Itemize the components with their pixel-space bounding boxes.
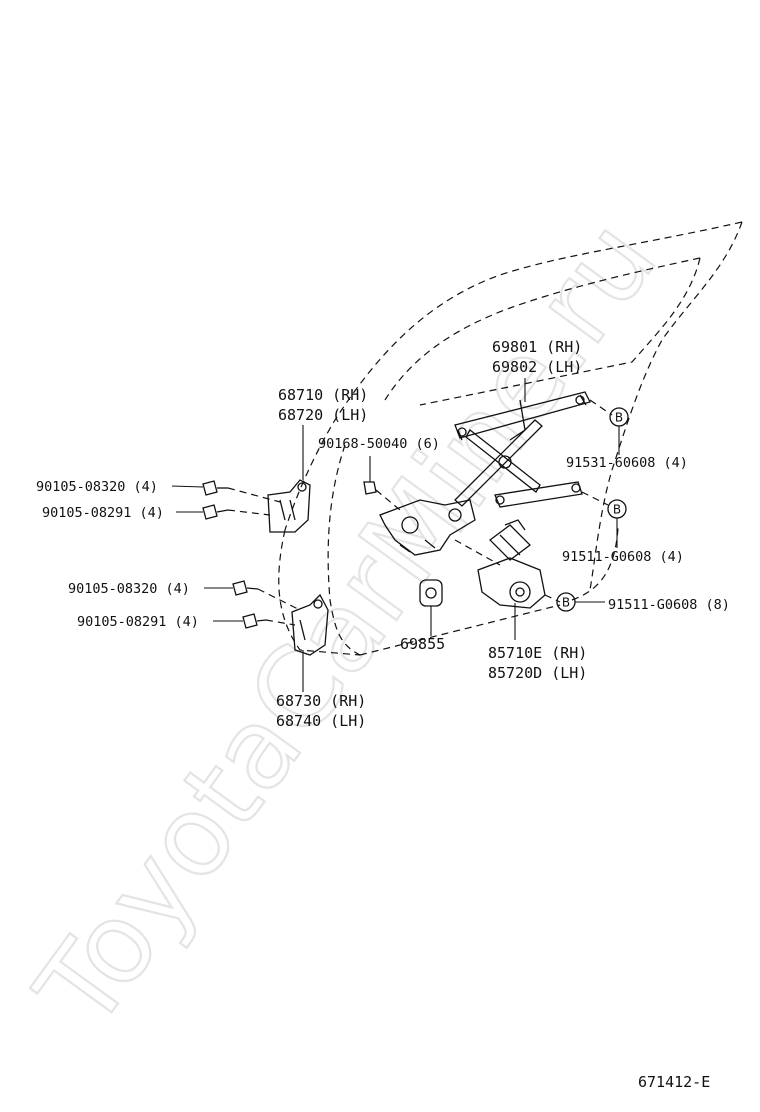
label-bolt-b1: 90105-08320 (4) [68, 581, 190, 597]
bolt-icons [202, 480, 377, 629]
label-upper-hinge-lh: 68720 (LH) [278, 406, 368, 424]
label-bolt-a1: 90105-08320 (4) [36, 479, 158, 495]
ref-marker-b-middle: B [607, 499, 627, 519]
label-lower-hinge-lh: 68740 (LH) [276, 712, 366, 730]
label-motor-lh: 85720D (LH) [488, 664, 587, 682]
leader-lines [171, 378, 620, 692]
window-regulator [379, 391, 591, 556]
label-screw-lower: 91511-G0608 (8) [608, 597, 730, 613]
label-screw-upper: 91531-60608 (4) [566, 455, 688, 471]
label-grommet: 69855 [400, 635, 445, 653]
svg-text:B: B [615, 411, 623, 425]
door-outline [278, 221, 743, 656]
label-regulator-rh: 69801 (RH) [492, 338, 582, 356]
lower-hinge [291, 593, 329, 656]
upper-hinge [267, 479, 311, 533]
svg-text:B: B [613, 503, 621, 517]
label-motor-rh: 85710E (RH) [488, 644, 587, 662]
regulator-motor [477, 519, 546, 609]
label-lower-hinge-rh: 68730 (RH) [276, 692, 366, 710]
diagram-code: 671412-E [638, 1073, 710, 1091]
label-center-bolt: 90168-50040 (6) [318, 436, 440, 452]
ref-marker-b-upper: B [609, 407, 629, 427]
connection-lines [227, 399, 619, 626]
label-regulator-lh: 69802 (LH) [492, 358, 582, 376]
svg-text:B: B [562, 596, 570, 610]
label-bolt-a2: 90105-08291 (4) [42, 505, 164, 521]
label-screw-middle: 91511-G0608 (4) [562, 549, 684, 565]
label-bolt-b2: 90105-08291 (4) [77, 614, 199, 630]
label-upper-hinge-rh: 68710 (RH) [278, 386, 368, 404]
